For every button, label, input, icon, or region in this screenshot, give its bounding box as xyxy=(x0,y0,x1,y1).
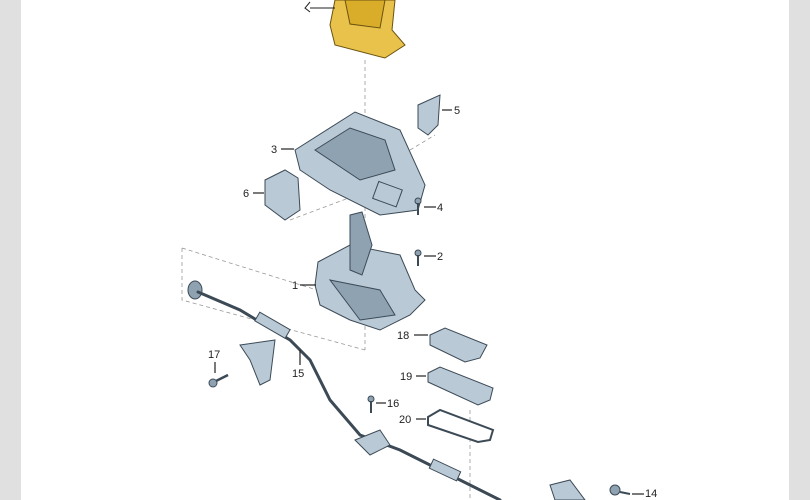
callout-15: 15 xyxy=(292,368,304,380)
callout-14: 14 xyxy=(645,488,657,500)
callout-2: 2 xyxy=(437,251,443,263)
diagram-sheet xyxy=(21,0,789,500)
guide-line xyxy=(181,248,366,351)
callout-6: 6 xyxy=(243,188,249,200)
callout-19: 19 xyxy=(400,371,412,383)
callout-5: 5 xyxy=(454,105,460,117)
part-15-shift-cable[interactable] xyxy=(187,280,586,500)
callout-16: 16 xyxy=(387,398,399,410)
part-17-bolt[interactable] xyxy=(208,373,229,388)
callout-18: 18 xyxy=(397,330,409,342)
callout-20: 20 xyxy=(399,414,411,426)
part-20-seal[interactable] xyxy=(427,408,495,444)
callout-3: 3 xyxy=(271,144,277,156)
selector-lever-highlighted[interactable] xyxy=(304,0,406,59)
part-6-button[interactable] xyxy=(264,169,301,221)
part-4-screw[interactable] xyxy=(414,197,422,215)
guide-line xyxy=(181,247,366,306)
callout-17: 17 xyxy=(208,349,220,361)
callout-4: 4 xyxy=(437,202,443,214)
part-16-screw[interactable] xyxy=(367,395,375,413)
callout-1: 1 xyxy=(292,280,298,292)
part-2-screw[interactable] xyxy=(414,249,422,266)
part-3-trim-frame[interactable] xyxy=(294,111,426,216)
part-1-selector-mechanism[interactable] xyxy=(314,211,426,331)
part-18-cover[interactable] xyxy=(429,327,488,363)
part-19-housing[interactable] xyxy=(427,366,494,406)
guide-line xyxy=(409,134,436,151)
part-5-switch[interactable] xyxy=(417,94,441,136)
part-14-clip[interactable] xyxy=(609,484,631,496)
